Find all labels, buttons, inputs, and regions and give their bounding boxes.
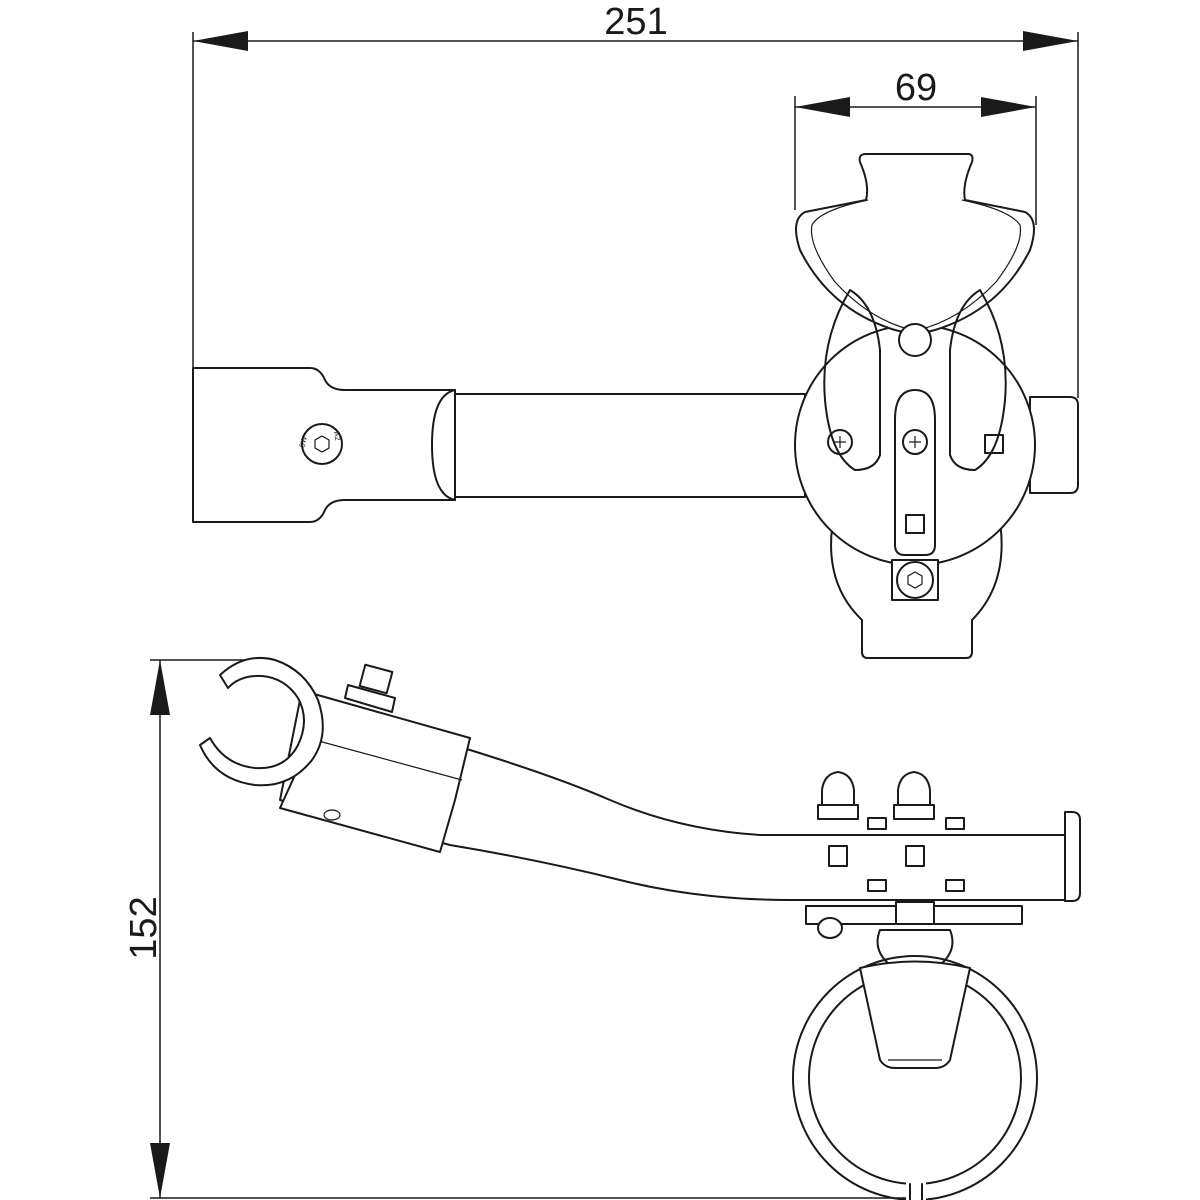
pivot-screw-center-icon bbox=[902, 429, 928, 455]
dimension-overall-height-label: 152 bbox=[123, 896, 165, 959]
side-view bbox=[199, 656, 1081, 1200]
holder-cradle bbox=[795, 153, 1035, 336]
svg-text:A2: A2 bbox=[332, 431, 341, 441]
pivot-screw-left-icon bbox=[827, 429, 853, 455]
svg-text:SW: SW bbox=[298, 435, 309, 448]
dimension-holder-width-label: 69 bbox=[895, 67, 937, 109]
tube-collar bbox=[431, 389, 456, 501]
c-clamp bbox=[199, 656, 324, 787]
lug-bolt-icon bbox=[891, 559, 939, 601]
tube-arm bbox=[454, 393, 806, 498]
ring-clamp bbox=[792, 955, 1038, 1200]
bent-tube bbox=[279, 699, 1071, 901]
allen-screw-icon: SW A2 bbox=[298, 423, 343, 465]
square-hole bbox=[984, 434, 1004, 454]
end-cap bbox=[1029, 396, 1079, 494]
clamp-block bbox=[192, 367, 456, 523]
clamp-bolt-icon bbox=[344, 663, 396, 713]
top-view: SW A2 bbox=[192, 153, 1079, 659]
dimension-overall-height: 152 bbox=[123, 659, 920, 1199]
dimension-holder-width: 69 bbox=[794, 67, 1037, 225]
dimension-overall-width-label: 251 bbox=[604, 1, 667, 43]
acorn-nut-icon bbox=[817, 771, 935, 820]
square-hole bbox=[905, 514, 925, 534]
plate-slots bbox=[828, 817, 965, 892]
dimension-overall-width: 251 bbox=[192, 1, 1079, 398]
central-strap bbox=[894, 389, 936, 556]
